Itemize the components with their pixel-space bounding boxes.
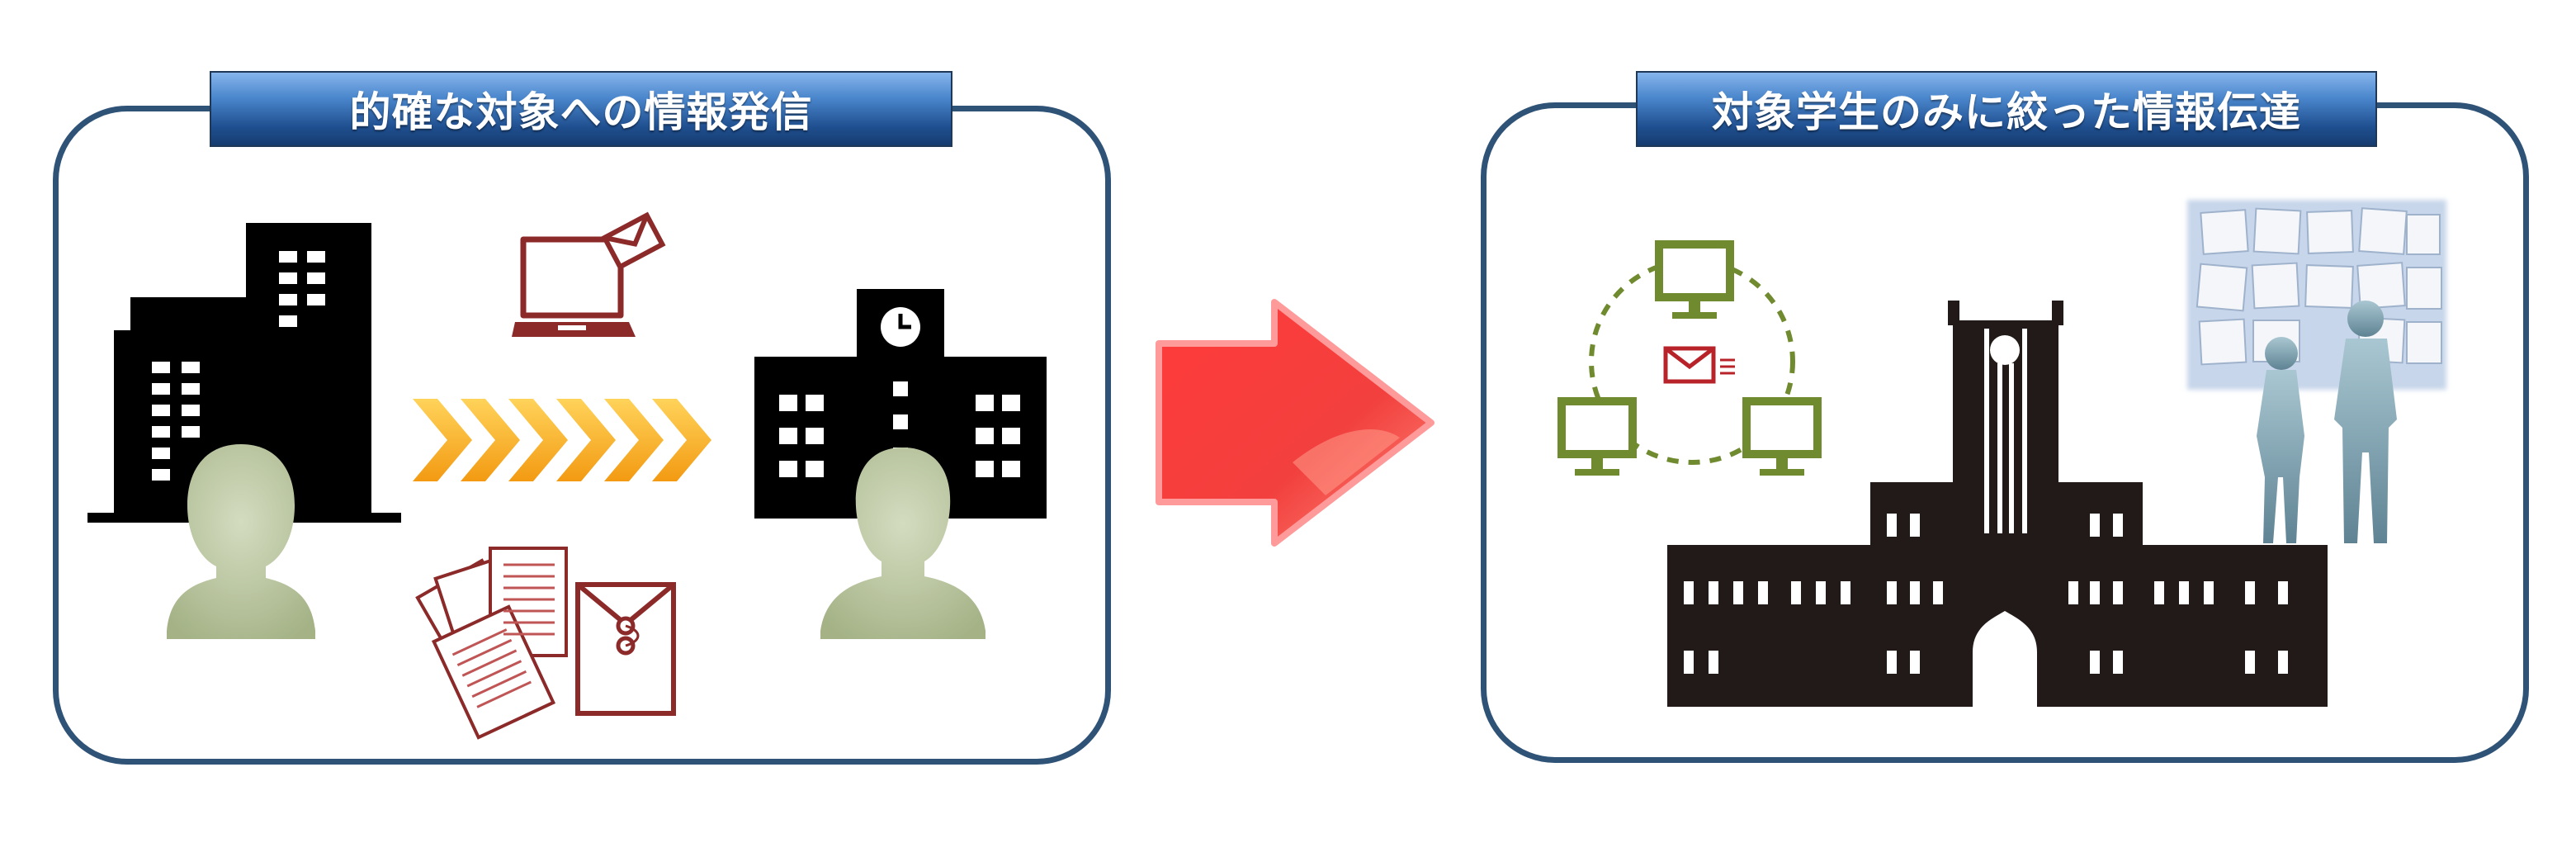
students-silhouette-icon xyxy=(2257,301,2397,543)
chevron-arrows-icon xyxy=(413,399,711,481)
documents-icon xyxy=(415,547,568,740)
person-icon xyxy=(167,444,315,639)
bulletin-board-icon xyxy=(2187,200,2446,390)
left-panel-title: 的確な対象への情報発信 xyxy=(210,71,952,147)
computer-network-icon xyxy=(1557,240,1822,476)
right-panel-title: 対象学生のみに絞った情報伝達 xyxy=(1636,71,2377,147)
mail-icon xyxy=(1663,346,1735,384)
big-right-arrow-icon xyxy=(1156,299,1435,547)
envelope-icon xyxy=(575,582,676,716)
university-building-icon xyxy=(1667,301,2328,707)
school-building-icon xyxy=(754,289,1047,519)
laptop-mail-icon xyxy=(512,211,666,337)
person-icon xyxy=(820,448,985,639)
